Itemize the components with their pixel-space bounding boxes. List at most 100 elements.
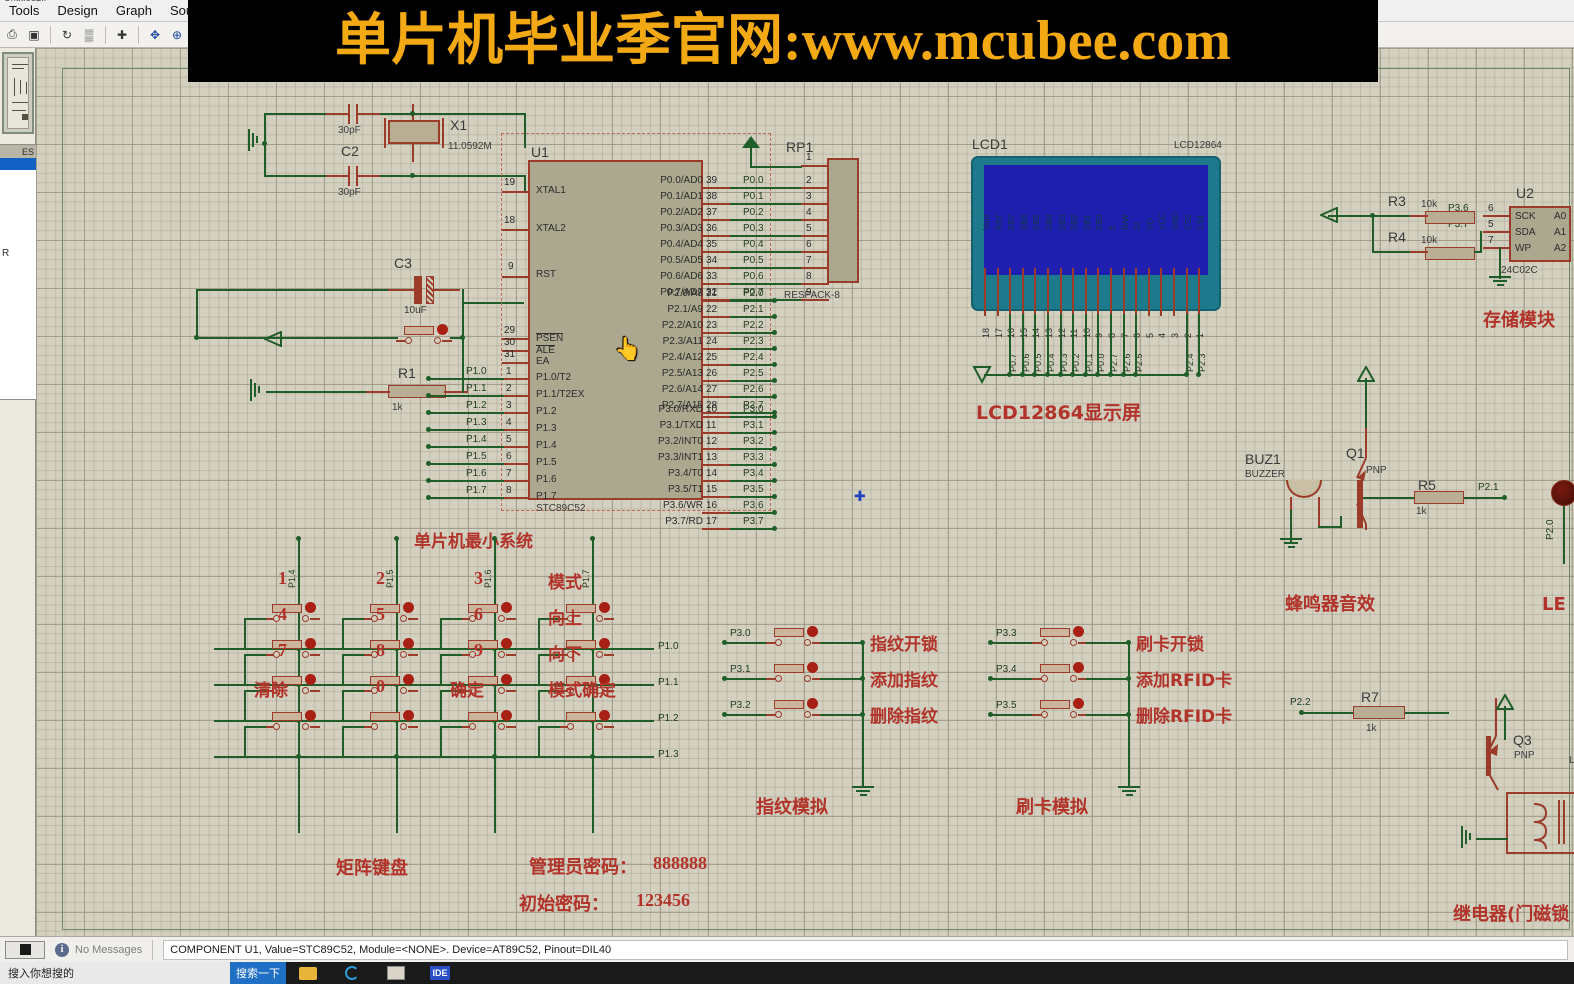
fingerprint-wire-out-0 bbox=[820, 642, 862, 644]
r4-sda-h bbox=[1474, 251, 1482, 253]
folder-icon[interactable] bbox=[286, 962, 330, 984]
origin-icon[interactable]: ✚ bbox=[116, 27, 128, 42]
q3-transistor-symbol bbox=[1487, 698, 1499, 791]
watermark-banner-text: 单片机毕业季官网:www.mcubee.com bbox=[335, 10, 1231, 72]
mcu-body[interactable] bbox=[528, 160, 703, 500]
lcd-pin-wire-16 bbox=[1185, 314, 1188, 376]
mcu-p3-5-name: P3.5/T1 bbox=[667, 484, 703, 495]
mcu-p3-7-num: 17 bbox=[706, 516, 718, 527]
lcd-gnd-arrow bbox=[972, 366, 992, 384]
mcu-p2-2-num: 23 bbox=[706, 320, 718, 331]
taskbar-search-button[interactable]: 搜索一下 bbox=[230, 962, 286, 984]
mcu-p1-7-net: P1.7 bbox=[466, 485, 487, 496]
lcd-part: LCD12864 bbox=[1174, 140, 1222, 151]
menu-item-graph[interactable]: Graph bbox=[115, 3, 152, 18]
keypad-switch-2-3[interactable] bbox=[558, 674, 614, 698]
keypad-sw-left-v-0-0 bbox=[244, 618, 246, 648]
keypad-sw-left-v-0-2 bbox=[440, 618, 442, 648]
fingerprint-ground-symbol bbox=[851, 786, 875, 796]
admin-password-label: 管理员密码： bbox=[529, 857, 637, 878]
mcu-p3-1-net: P3.1 bbox=[743, 420, 764, 431]
mcu-p3-1-wire bbox=[730, 432, 776, 434]
refresh-icon[interactable]: ↻ bbox=[61, 27, 73, 42]
dock-component-list[interactable] bbox=[0, 170, 36, 400]
keypad-switch-3-1[interactable] bbox=[362, 710, 418, 734]
mcu-p2-6-name: P2.6/A14 bbox=[661, 384, 703, 395]
lcd-pin-wire-9 bbox=[1097, 314, 1100, 376]
rfid-label-2: 删除RFID卡 bbox=[1136, 707, 1233, 727]
message-text: No Messages bbox=[75, 943, 143, 956]
rfid-switch-2[interactable] bbox=[1032, 698, 1088, 722]
rp1-body[interactable] bbox=[827, 158, 859, 283]
c3-value: 10uF bbox=[404, 305, 427, 316]
taskbar-search-box[interactable]: 搜入你想搜的 bbox=[0, 962, 230, 984]
keypad-switch-0-2[interactable] bbox=[460, 602, 516, 626]
pan-icon[interactable]: ✥ bbox=[149, 27, 161, 42]
fingerprint-switch-1[interactable] bbox=[766, 662, 822, 686]
mcu-p3-7-name: P3.7/RD bbox=[665, 516, 703, 527]
grid-toggle-icon[interactable]: ▒ bbox=[84, 27, 94, 42]
dock-selected-row[interactable] bbox=[0, 158, 36, 170]
rfid-switch-1[interactable] bbox=[1032, 662, 1088, 686]
fingerprint-label-0: 指纹开锁 bbox=[870, 635, 938, 655]
lcd-pin-name-2: DB7 bbox=[1007, 214, 1017, 230]
q1-ref: Q1 bbox=[1346, 445, 1365, 461]
keypad-key-label-0-3: 模式 bbox=[548, 573, 582, 593]
u2-body[interactable] bbox=[1509, 206, 1571, 262]
mcu-p3-5-node bbox=[772, 494, 777, 499]
keypad-switch-1-0[interactable] bbox=[264, 638, 320, 662]
reset-switch[interactable] bbox=[396, 324, 452, 348]
mcu-p2-4-wire bbox=[730, 364, 776, 366]
led-right-net: P2.0 bbox=[1545, 519, 1556, 540]
buzzer-lead-r bbox=[1318, 497, 1320, 527]
rfid-switch-0[interactable] bbox=[1032, 626, 1088, 650]
photo-icon[interactable] bbox=[374, 962, 418, 984]
mcu-p1-0-net: P1.0 bbox=[466, 366, 487, 377]
keypad-switch-2-1[interactable] bbox=[362, 674, 418, 698]
print-area-icon[interactable]: ▣ bbox=[28, 27, 40, 42]
q3-type: PNP bbox=[1514, 750, 1535, 761]
keypad-switch-0-3[interactable] bbox=[558, 602, 614, 626]
r1-ground-symbol bbox=[250, 378, 260, 402]
message-area[interactable]: i No Messages bbox=[55, 939, 154, 960]
keypad-switch-3-3[interactable] bbox=[558, 710, 614, 734]
keypad-switch-1-2[interactable] bbox=[460, 638, 516, 662]
mcu-p3-6-num: 16 bbox=[706, 500, 718, 511]
mcu-p0-7-net: P0.7 bbox=[743, 287, 764, 298]
keypad-switch-3-0[interactable] bbox=[264, 710, 320, 734]
keypad-switch-1-3[interactable] bbox=[558, 638, 614, 662]
rst-wire-sw-left bbox=[196, 337, 398, 339]
menu-item-design[interactable]: Design bbox=[57, 3, 98, 18]
keypad-switch-2-0[interactable] bbox=[264, 674, 320, 698]
fingerprint-switch-0[interactable] bbox=[766, 626, 822, 650]
mcu-p3-6-node bbox=[772, 510, 777, 515]
relay-ground-left bbox=[1461, 825, 1471, 849]
os-taskbar: 搜入你想搜的 搜索一下 IDE bbox=[0, 962, 1574, 984]
rp1-pin-7-lead bbox=[801, 299, 829, 301]
keypad-switch-3-2[interactable] bbox=[460, 710, 516, 734]
mcu-p2-2-node bbox=[772, 330, 777, 335]
mcu-p3-3-name: P3.3/INT1 bbox=[657, 452, 703, 463]
keypad-switch-2-2[interactable] bbox=[460, 674, 516, 698]
mcu-p3-5-net: P3.5 bbox=[743, 484, 764, 495]
rst-node-left bbox=[194, 335, 199, 340]
overview-preview[interactable] bbox=[2, 52, 34, 134]
fingerprint-switch-2[interactable] bbox=[766, 698, 822, 722]
rp1-pin-5-num: 7 bbox=[806, 255, 812, 266]
q3-vcc-arrow bbox=[1496, 694, 1514, 710]
stop-button[interactable] bbox=[5, 940, 45, 959]
schematic-canvas[interactable]: 30pF C2 30pF X1 11.0592M C3 bbox=[36, 48, 1574, 936]
keypad-switch-0-0[interactable] bbox=[264, 602, 320, 626]
lcd-pin-lead-0 bbox=[984, 268, 986, 316]
print-icon[interactable]: ⎙ bbox=[7, 27, 17, 41]
menu-item-tools[interactable]: Tools bbox=[9, 3, 40, 18]
keypad-switch-0-1[interactable] bbox=[362, 602, 418, 626]
rp1-pin-6-lead bbox=[801, 283, 829, 285]
keypad-sw-left-v-3-3 bbox=[538, 726, 540, 756]
keypad-switch-1-1[interactable] bbox=[362, 638, 418, 662]
lcd-pin-lead-15 bbox=[1173, 268, 1175, 316]
zoom-in-icon[interactable]: ⊕ bbox=[171, 27, 183, 42]
mcu-p0-2-lead bbox=[702, 219, 730, 221]
ide-icon[interactable]: IDE bbox=[418, 962, 462, 984]
edge-icon[interactable] bbox=[330, 962, 374, 984]
